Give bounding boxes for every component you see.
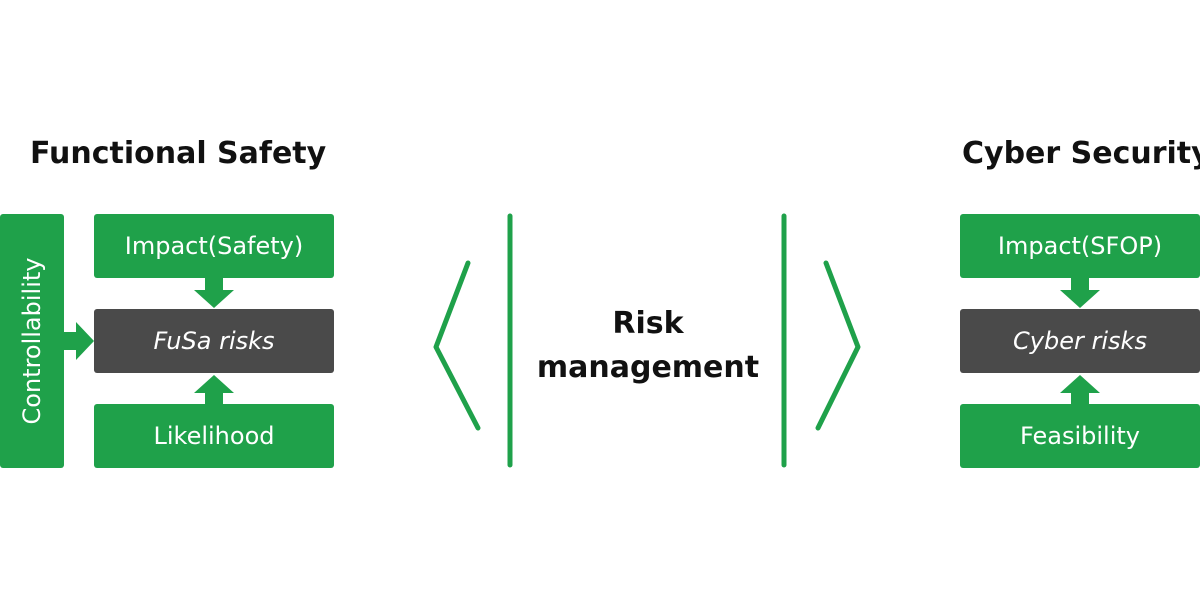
impact-sfop-box: Impact(SFOP) [960, 214, 1200, 278]
cyber-security-title: Cyber Security [962, 136, 1200, 171]
fusa-risks-box: FuSa risks [94, 309, 334, 373]
arrow-down-icon [194, 278, 234, 308]
arrow-down-icon [1060, 278, 1100, 308]
feasibility-box: Feasibility [960, 404, 1200, 468]
management-label: management [536, 350, 760, 385]
arrow-up-icon [194, 375, 234, 404]
controllability-box: Controllability [0, 214, 64, 468]
risk-label: Risk [612, 306, 684, 341]
arrow-up-icon [1060, 375, 1100, 404]
arrow-right-icon [64, 322, 94, 360]
impact-safety-box: Impact(Safety) [94, 214, 334, 278]
likelihood-box: Likelihood [94, 404, 334, 468]
left-angle-bracket [433, 260, 481, 431]
right-angle-bracket [815, 260, 861, 431]
cyber-risks-box: Cyber risks [960, 309, 1200, 373]
functional-safety-title: Functional Safety [30, 136, 327, 171]
